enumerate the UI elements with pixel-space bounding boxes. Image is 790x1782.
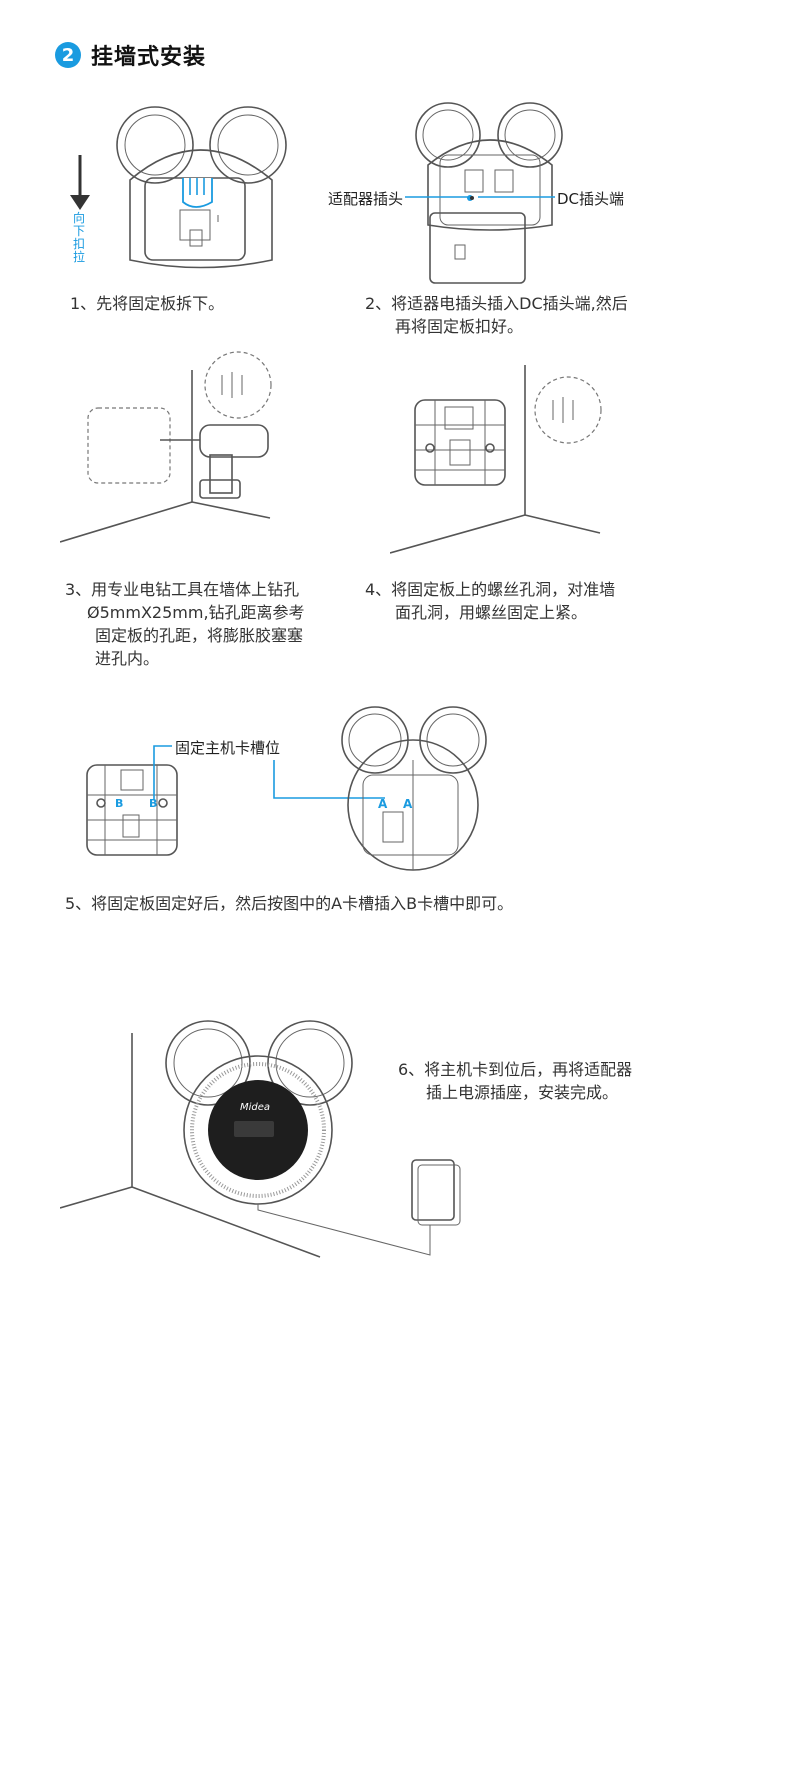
step3-caption-line2: Ø5mmX25mm,钻孔距离参考: [87, 603, 305, 622]
step2-caption-line1: 2、将适器电插头插入DC插头端,然后: [365, 294, 628, 313]
step6-caption-line2: 插上电源插座，安装完成。: [426, 1083, 619, 1102]
step1-illustration: [70, 106, 287, 269]
step-number-badge: 2: [55, 42, 81, 68]
pull-down-label: 向下扣拉: [73, 211, 86, 264]
step5-caption: 5、将固定板固定好后，然后按图中的A卡槽插入B卡槽中即可。: [65, 894, 514, 913]
step5-unit-back-illustration: [341, 706, 487, 871]
step2-callout-lines: [405, 196, 555, 198]
step3-caption: 3、用专业电钻工具在墙体上钻孔 Ø5mmX25mm,钻孔距离参考 固定板的孔距，…: [65, 578, 305, 670]
dc-port-label: DC插头端: [557, 190, 625, 208]
step6-caption: 6、将主机卡到位后，再将适配器 插上电源插座，安装完成。: [398, 1058, 632, 1104]
step2-caption-line2: 再将固定板扣好。: [395, 317, 524, 336]
plate-slot-b-label-2: B: [149, 797, 158, 810]
step4-illustration: [390, 365, 602, 554]
step4-caption-line2: 面孔洞，用螺丝固定上紧。: [395, 603, 588, 622]
step4-caption-line1: 4、将固定板上的螺丝孔洞，对准墙: [365, 580, 616, 599]
section-header: 2 挂墙式安装: [55, 40, 206, 70]
step3-illustration: [60, 351, 272, 543]
step2-caption: 2、将适器电插头插入DC插头端,然后 再将固定板扣好。: [365, 292, 628, 338]
step5-plate-illustration: [86, 764, 178, 856]
plate-slot-b-label: B: [115, 797, 124, 810]
step1-caption: 1、先将固定板拆下。: [70, 294, 225, 313]
step3-caption-line4: 进孔内。: [95, 649, 160, 668]
unit-slot-a-label: A: [378, 797, 388, 811]
step3-caption-line1: 3、用专业电钻工具在墙体上钻孔: [65, 580, 300, 599]
step2-illustration: [415, 102, 563, 284]
slot-position-label: 固定主机卡槽位: [175, 739, 281, 757]
step6-caption-line1: 6、将主机卡到位后，再将适配器: [398, 1060, 633, 1079]
brand-logo-text: Midea: [240, 1102, 271, 1113]
unit-slot-a-label-2: A: [403, 797, 413, 811]
adapter-plug-label: 适配器插头: [328, 190, 404, 208]
step6-illustration: [60, 1020, 461, 1258]
step4-caption: 4、将固定板上的螺丝孔洞，对准墙 面孔洞，用螺丝固定上紧。: [365, 578, 615, 624]
section-title: 挂墙式安装: [91, 45, 207, 70]
step3-caption-line3: 固定板的孔距，将膨胀胶塞塞: [95, 626, 304, 645]
